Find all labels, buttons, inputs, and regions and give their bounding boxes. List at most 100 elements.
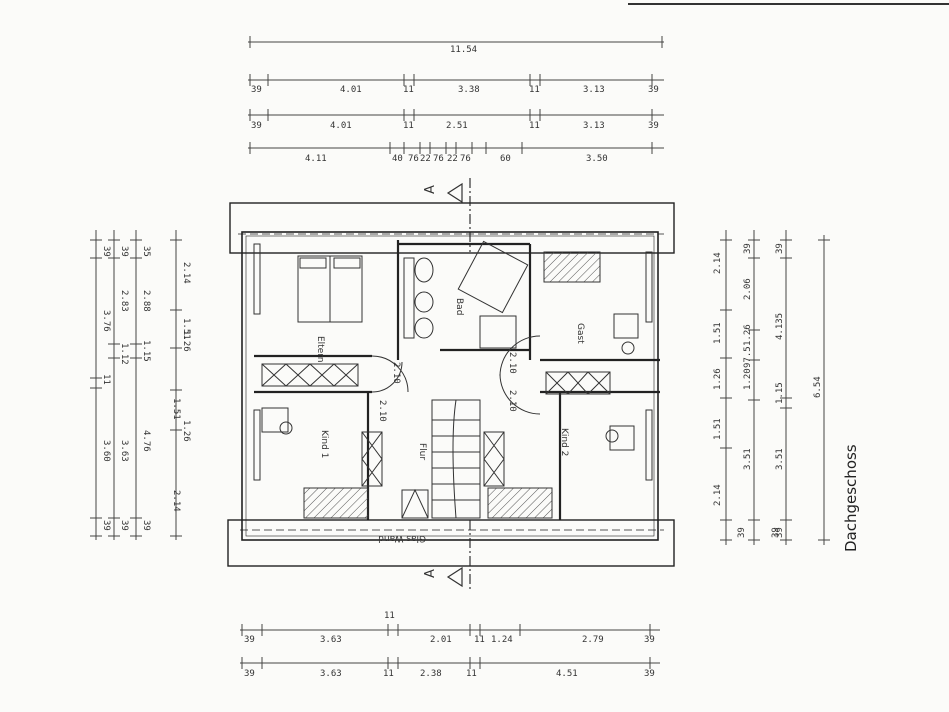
dim-right-c1-2: 1.26: [713, 368, 723, 390]
dim-bot-r1-4: 11: [474, 635, 485, 645]
dim-top-r3-4: 76: [433, 154, 444, 164]
dim-left-c3-4: 39: [141, 520, 151, 531]
dim-left-c1-0: 39: [101, 246, 111, 257]
dim-left-c2-4: 39: [119, 520, 129, 531]
dim-top-r1-5: 3.13: [583, 85, 605, 95]
dim-right-c1-4: 2.14: [713, 484, 723, 506]
dim-top-r3-1: 40: [392, 154, 403, 164]
room-label-flur: Flur: [417, 443, 427, 460]
dim-top-r2-3: 2.51: [446, 121, 468, 131]
dim-left-c4-2: 1.26: [181, 330, 191, 352]
dim-left-c4-0: 2.14: [181, 262, 191, 284]
dim-left-c1-3: 3.60: [101, 440, 111, 462]
furniture: [253, 240, 653, 519]
dim-left-c2-3: 3.63: [119, 440, 129, 462]
dim-left-c3-3: 4.76: [141, 430, 151, 452]
wardrobe-gast: [545, 371, 611, 395]
top-dimension-labels: 11.54 39 4.01 11 3.38 11 3.13 39 39 4.01…: [251, 45, 659, 164]
section-label-bottom: A: [423, 569, 438, 578]
dim-right-c1-0: 2.14: [713, 252, 723, 274]
dim-left-c1-2: 11: [101, 374, 111, 385]
dim-top-r2-0: 39: [251, 121, 262, 131]
dim-top-r3-8: 3.50: [586, 154, 608, 164]
dim-bot-r2-5: 4.51: [556, 669, 578, 679]
dim-bot-r2-3: 2.38: [420, 669, 442, 679]
dim-left-c4-3: 1.26: [181, 420, 191, 442]
wardrobe-eltern: [261, 363, 359, 387]
dim-bot-r1-0: 39: [244, 635, 255, 645]
section-line-A: [446, 178, 471, 590]
dim-right-c2-3: 1.20: [743, 368, 753, 390]
room-label-eltern: Eltern: [315, 336, 325, 363]
dim-right-c2-0: 39: [743, 243, 753, 254]
dim-left-c2-0: 39: [119, 246, 129, 257]
dim-bot-r2-6: 39: [644, 669, 655, 679]
dim-right-c1-3: 1.51: [713, 418, 723, 440]
room-label-bad: Bad: [454, 298, 464, 315]
dim-top-r3-3: 22: [420, 154, 431, 164]
dim-top-r2-5: 3.13: [583, 121, 605, 131]
right-dimension-labels: 2.14 1.51 1.26 1.51 2.14 39 39 2.06 97.5…: [713, 243, 823, 538]
right-dimensions: [720, 230, 830, 545]
dim-right-c3-1: 4.135: [775, 313, 785, 340]
dim-left-c3-1: 2.88: [141, 290, 151, 312]
dim-bot-r2-2: 11: [383, 669, 394, 679]
dim-right-c3-0: 39: [775, 243, 785, 254]
dim-right-c3-4: 39: [775, 527, 785, 538]
desk-kind1: [261, 407, 289, 433]
dim-left-c2-1: 2.83: [119, 290, 129, 312]
dim-top-r1-2: 11: [403, 85, 414, 95]
dim-left-c2-2: 1.12: [119, 343, 129, 365]
dim-right-c2-4: 1.26: [743, 324, 753, 346]
dim-top-r2-6: 39: [648, 121, 659, 131]
dim-left-c3-0: 35: [141, 246, 151, 257]
dim-top-r1-1: 4.01: [340, 85, 362, 95]
dim-top-r3-7: 60: [500, 154, 511, 164]
dim-top-r3-6: 76: [460, 154, 471, 164]
dim-left-c3-2: 1.15: [141, 340, 151, 362]
bathtub: [457, 240, 529, 314]
dim-top-total: 11.54: [450, 45, 477, 55]
door-label-2: 2.10: [377, 400, 387, 422]
dim-right-c1-1: 1.51: [713, 322, 723, 344]
dim-bot-r2-1: 3.63: [320, 669, 342, 679]
dim-bot-r2-0: 39: [244, 669, 255, 679]
dim-bot-r1-7: 39: [644, 635, 655, 645]
dim-right-c2-2: 97.5: [743, 346, 753, 368]
dim-bot-r1-3: 2.01: [430, 635, 452, 645]
door-label-3: 2.10: [507, 352, 517, 374]
room-label-kind2: Kind 2: [559, 428, 569, 456]
dim-right-c4-0: 6.54: [813, 376, 823, 398]
dim-top-r2-2: 11: [403, 121, 414, 131]
dim-bot-r1-6: 2.79: [582, 635, 604, 645]
dim-left-c4-4: 1.51: [171, 398, 181, 420]
dim-right-c2-5: 3.51: [743, 448, 753, 470]
dim-top-r1-4: 11: [529, 85, 540, 95]
top-dimensions: [248, 36, 664, 154]
hatched-furniture: [303, 251, 601, 519]
dim-top-r2-4: 11: [529, 121, 540, 131]
dim-left-c4-1: 1.51: [181, 318, 191, 340]
dim-bot-r2-4: 11: [466, 669, 477, 679]
dim-right-c2-1: 2.06: [743, 278, 753, 300]
dim-top-r1-6: 39: [648, 85, 659, 95]
dim-top-r3-2: 76: [408, 154, 419, 164]
interior-walls: [254, 240, 660, 520]
room-label-kind1: Kind 1: [319, 430, 329, 458]
dim-top-r2-1: 4.01: [330, 121, 352, 131]
bottom-dimensions: [240, 624, 660, 669]
dim-left-c1-4: 39: [101, 520, 111, 531]
dim-bot-r1-2: 11: [384, 611, 395, 621]
dim-top-r3-0: 4.11: [305, 154, 327, 164]
section-label-top: A: [423, 185, 438, 194]
floor-title: Dachgeschoss: [842, 444, 860, 552]
dim-right-c3-2: 1.15: [775, 382, 785, 404]
left-dimension-labels: 39 3.76 11 3.60 39 39 2.83 1.12 3.63 39 …: [101, 246, 191, 531]
wall-note-glas: Glas Wand: [378, 533, 426, 543]
door-label-4: 2.10: [507, 390, 517, 412]
bottom-dimension-labels: 39 3.63 11 2.01 11 1.24 2.79 39 39 3.63 …: [244, 611, 655, 679]
left-dimensions: [90, 230, 182, 540]
dim-left-c4-5: 2.14: [171, 490, 181, 512]
dim-right-c2-6: 39: [771, 527, 781, 538]
door-label-1: 2.10: [391, 362, 401, 384]
